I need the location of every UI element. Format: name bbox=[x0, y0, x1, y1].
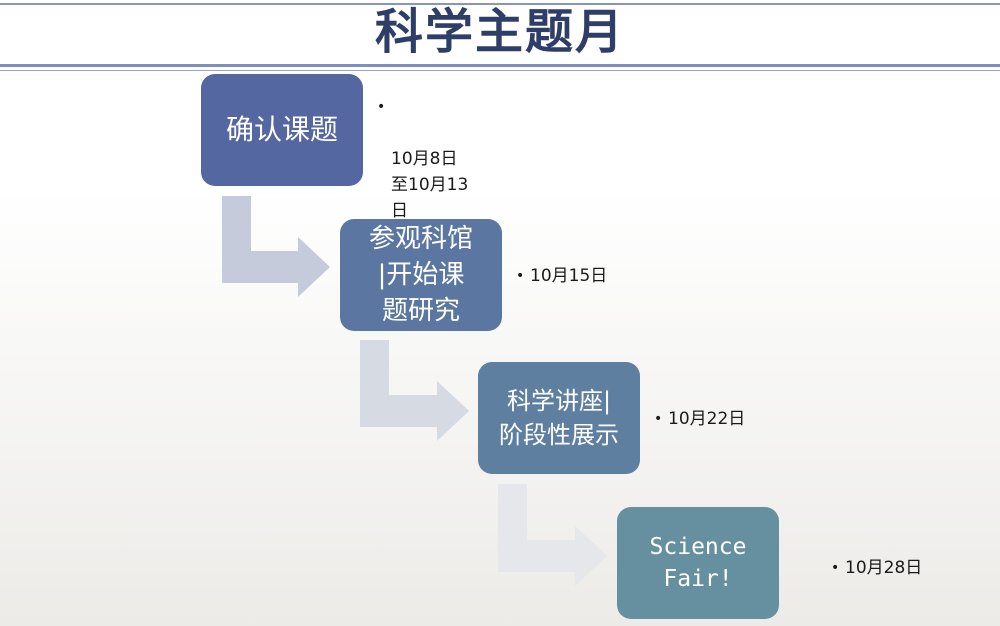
bullet-icon: • bbox=[377, 99, 386, 115]
step-date-3: • 10月22日 bbox=[654, 406, 746, 432]
bent-arrow-2 bbox=[360, 340, 469, 441]
bullet-icon: • bbox=[516, 268, 525, 284]
step-date-2: • 10月15日 bbox=[516, 263, 608, 289]
bullet-icon: • bbox=[654, 411, 663, 427]
step-date-text: 10月28日 bbox=[845, 558, 923, 578]
bent-arrow-3 bbox=[498, 484, 607, 586]
step-box-science-fair: Science Fair! bbox=[617, 507, 779, 619]
page-title: 科学主题月 bbox=[374, 4, 625, 60]
title-rule-thick bbox=[0, 64, 1000, 67]
step-date-4: • 10月28日 bbox=[831, 555, 923, 581]
step-date-1: • 10月8日 至10月13 日 bbox=[377, 94, 491, 224]
step-box-science-lecture: 科学讲座| 阶段性展示 bbox=[478, 362, 640, 474]
title-bar bbox=[0, 0, 1000, 70]
bullet-icon: • bbox=[831, 560, 840, 576]
step-date-text: 10月22日 bbox=[668, 409, 746, 429]
step-date-text: 10月15日 bbox=[530, 266, 608, 286]
step-date-text: 10月8日 至10月13 日 bbox=[391, 149, 469, 221]
bent-arrow-1 bbox=[222, 196, 330, 297]
step-box-visit-museum: 参观科馆 |开始课 题研究 bbox=[340, 219, 502, 331]
top-rule bbox=[0, 3, 1000, 5]
step-box-confirm-topic: 确认课题 bbox=[201, 74, 363, 186]
title-rule-thin bbox=[0, 70, 1000, 71]
